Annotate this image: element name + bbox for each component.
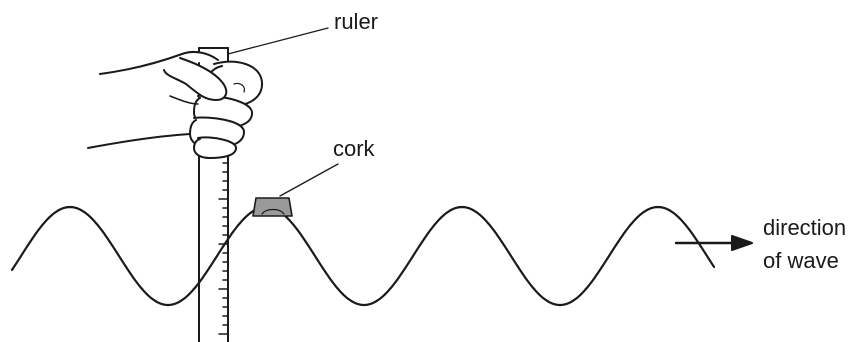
- hand-lower-outline: [87, 133, 191, 149]
- cork-waterline: [261, 208, 285, 215]
- hand: [87, 50, 264, 159]
- wave-curve: [10, 205, 716, 307]
- palm-crease: [169, 95, 199, 105]
- ruler-label: ruler: [334, 9, 379, 34]
- direction-label-line-1: direction: [763, 215, 847, 240]
- hand-upper-outline: [99, 50, 219, 75]
- direction-label-line-2: of wave: [763, 248, 839, 273]
- arrow-head: [731, 235, 753, 251]
- cork-body: [252, 197, 293, 217]
- finger-4: [193, 136, 237, 159]
- direction-arrow: [674, 235, 753, 251]
- cork-label: cork: [333, 136, 375, 161]
- cork: [252, 197, 293, 217]
- thumbnail: [233, 82, 245, 93]
- ruler-leader-line: [227, 27, 329, 55]
- cork-leader-line: [279, 163, 339, 197]
- thumb: [163, 57, 228, 101]
